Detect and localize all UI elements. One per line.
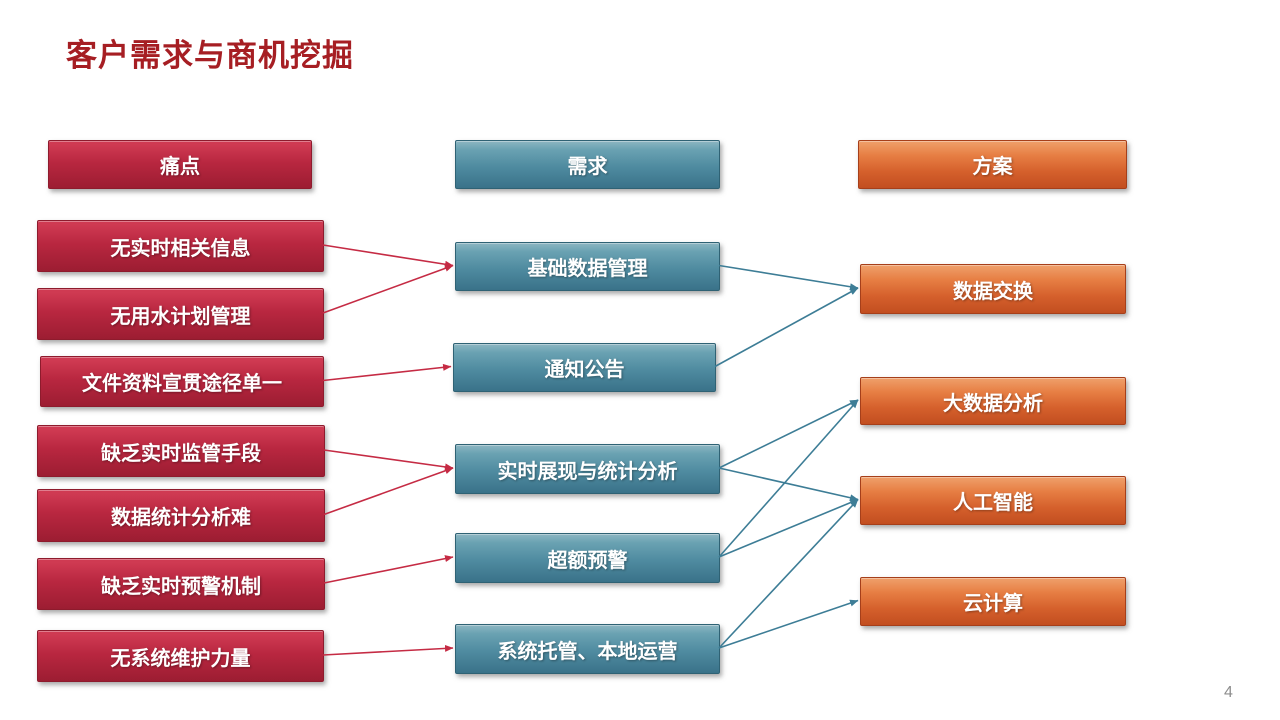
pain-item-7: 无系统维护力量 bbox=[37, 630, 324, 682]
arrow-n3-to-s2 bbox=[718, 399, 859, 469]
need-item-2: 通知公告 bbox=[453, 343, 716, 392]
need-item-5: 系统托管、本地运营 bbox=[455, 624, 720, 674]
solution-item-2: 大数据分析 bbox=[860, 377, 1126, 425]
arrow-p3-to-n2 bbox=[322, 363, 452, 382]
need-item-1: 基础数据管理 bbox=[455, 242, 720, 291]
arrow-n3-to-s3 bbox=[718, 467, 859, 502]
solution-item-3: 人工智能 bbox=[860, 476, 1126, 525]
solution-item-1: 数据交换 bbox=[860, 264, 1126, 314]
column-header-pain: 痛点 bbox=[48, 140, 312, 189]
arrow-n4-to-s3 bbox=[718, 498, 859, 558]
arrow-p5-to-n3 bbox=[323, 467, 454, 516]
pain-item-4: 缺乏实时监管手段 bbox=[37, 425, 325, 477]
page-number: 4 bbox=[1224, 684, 1233, 701]
arrow-n2-to-s1 bbox=[714, 287, 859, 368]
pain-item-3: 文件资料宣贯途径单一 bbox=[40, 356, 324, 407]
solution-item-4: 云计算 bbox=[860, 577, 1126, 626]
arrow-n4-to-s2 bbox=[718, 399, 859, 558]
arrow-n1-to-s1 bbox=[718, 264, 859, 291]
column-header-need: 需求 bbox=[455, 140, 720, 189]
need-item-4: 超额预警 bbox=[455, 533, 720, 583]
pain-item-6: 缺乏实时预警机制 bbox=[37, 558, 325, 610]
column-header-solution: 方案 bbox=[858, 140, 1127, 189]
arrow-n5-to-s3 bbox=[718, 498, 859, 649]
arrow-p2-to-n1 bbox=[322, 264, 454, 314]
arrow-p6-to-n4 bbox=[323, 555, 454, 584]
pain-item-5: 数据统计分析难 bbox=[37, 489, 325, 542]
slide-title: 客户需求与商机挖掘 bbox=[66, 38, 354, 73]
pain-item-1: 无实时相关信息 bbox=[37, 220, 324, 272]
need-item-3: 实时展现与统计分析 bbox=[455, 444, 720, 494]
arrow-p7-to-n5 bbox=[322, 644, 454, 656]
arrow-p1-to-n1 bbox=[322, 244, 454, 268]
arrow-n5-to-s4 bbox=[718, 599, 859, 649]
pain-item-2: 无用水计划管理 bbox=[37, 288, 324, 340]
arrow-p4-to-n3 bbox=[323, 449, 454, 471]
